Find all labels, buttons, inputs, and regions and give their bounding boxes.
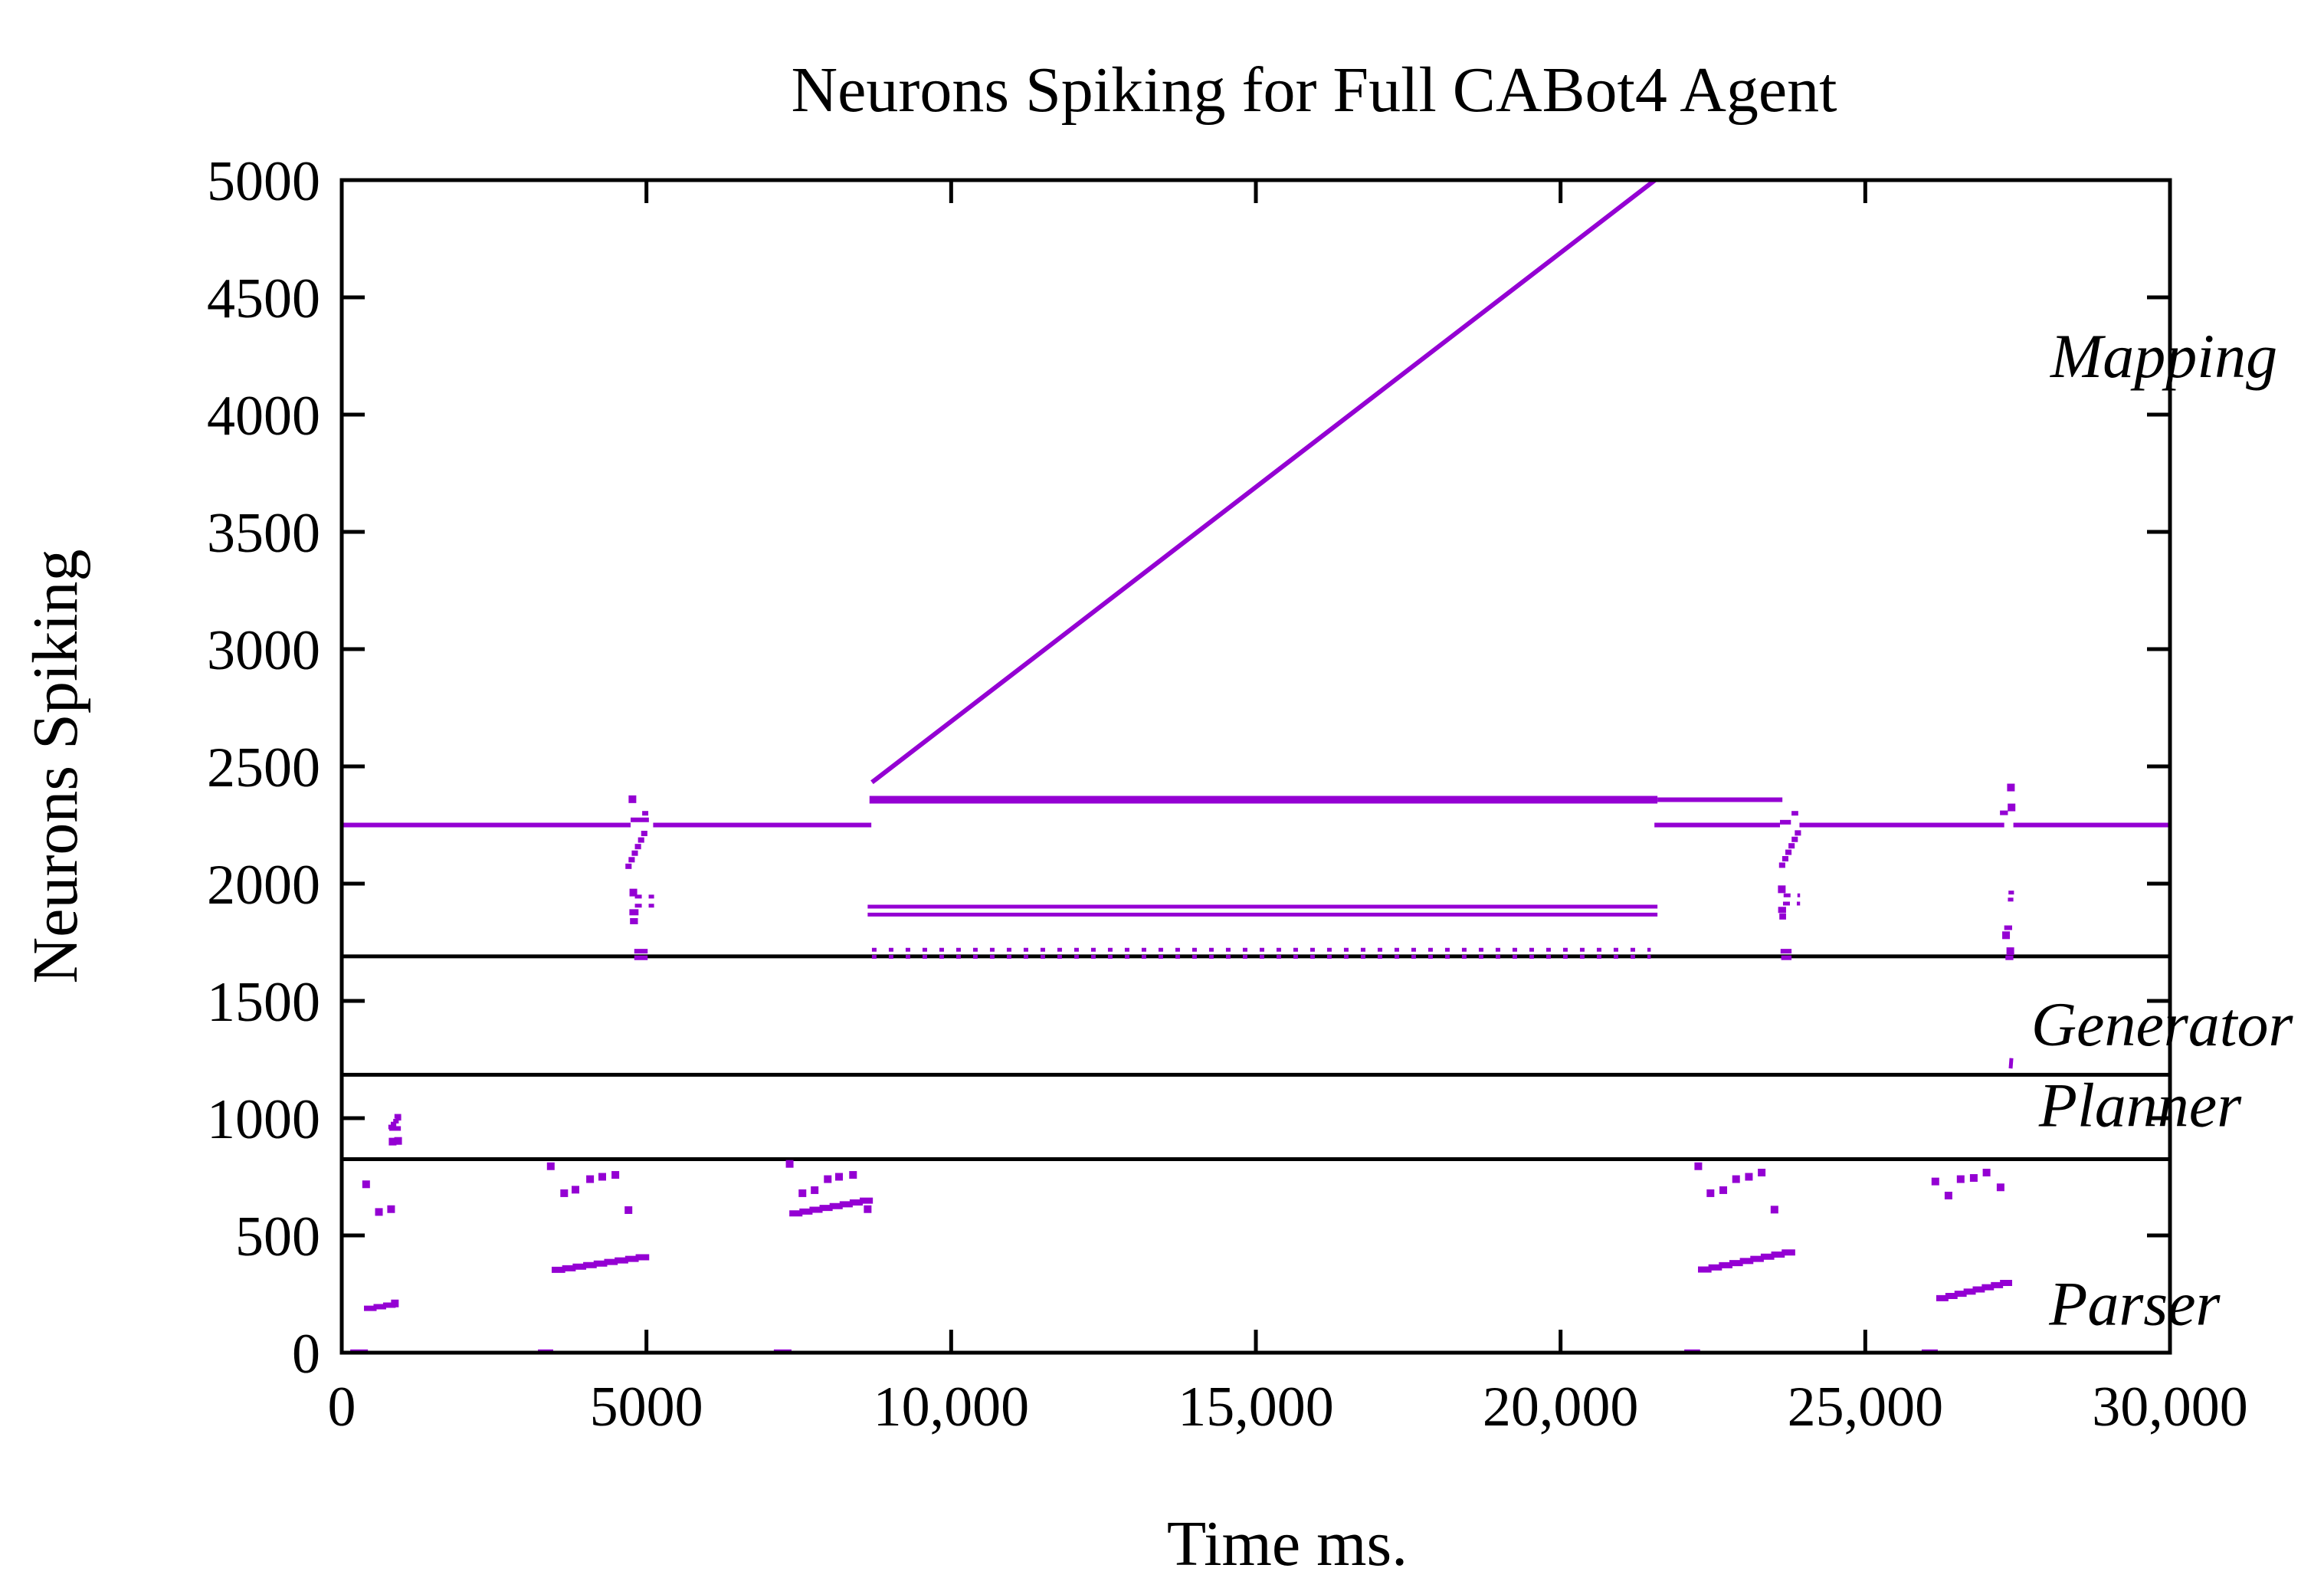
spike-dot	[2006, 947, 2014, 956]
y-tick-label: 500	[235, 1206, 320, 1268]
spike-dot	[572, 1186, 580, 1194]
spike-dot	[1732, 1175, 1740, 1183]
spike-line	[870, 178, 1657, 785]
x-tick-label: 30,000	[2092, 1376, 2248, 1439]
spike-dot	[1778, 885, 1786, 894]
spike-dot	[388, 1137, 397, 1146]
axis-tick-labels: 0 5000 10,000 15,000 20,000 25,000 30,000 0 500 1…	[207, 150, 2248, 1439]
x-tick-label: 5000	[590, 1376, 703, 1439]
spike-dot	[629, 888, 638, 897]
spike-dot	[1745, 1173, 1753, 1181]
spike-dot	[2008, 803, 2016, 812]
spike-dot	[1931, 1177, 1939, 1186]
spike-dot	[824, 1175, 832, 1183]
y-tick-label: 2000	[207, 854, 320, 917]
spike-dot	[1706, 1189, 1715, 1197]
spike-dot	[1956, 1175, 1965, 1183]
spike-dot	[1982, 1168, 1991, 1176]
x-tick-label: 10,000	[874, 1376, 1030, 1439]
x-tick-label: 20,000	[1483, 1376, 1639, 1439]
spike-dot	[387, 1205, 395, 1213]
y-tick-label: 0	[292, 1323, 320, 1386]
spike-dot	[1719, 1186, 1728, 1194]
spike-dot	[811, 1186, 819, 1194]
x-axis-label: Time ms.	[1167, 1508, 1408, 1578]
region-divider-lines	[342, 954, 2170, 1162]
y-tick-label: 4500	[207, 267, 320, 330]
region-label-generator: Generator	[2031, 989, 2294, 1059]
y-tick-label: 1500	[207, 971, 320, 1034]
spike-dot	[560, 1189, 569, 1197]
y-tick-label: 1000	[207, 1088, 320, 1151]
y-axis-label: Neurons Spiking	[20, 550, 91, 984]
chart-title: Neurons Spiking for Full CABot4 Agent	[791, 54, 1837, 126]
spike-dot	[546, 1162, 555, 1170]
region-label-planner: Planner	[2038, 1071, 2242, 1140]
spike-dot	[586, 1175, 595, 1183]
spike-dot	[2002, 931, 2011, 940]
spike-dot	[624, 1206, 633, 1214]
spike-dot	[798, 1189, 807, 1197]
spike-dot	[375, 1208, 383, 1216]
y-tick-label: 4000	[207, 385, 320, 448]
spike-dot	[1694, 1162, 1703, 1170]
x-tick-label: 0	[328, 1376, 356, 1439]
spike-dot	[2007, 783, 2015, 792]
spike-dot	[1944, 1191, 1952, 1199]
spike-dot	[1758, 1168, 1766, 1176]
x-tick-label: 25,000	[1788, 1376, 1944, 1439]
y-tick-label: 5000	[207, 150, 320, 213]
spike-dot	[628, 795, 637, 803]
x-tick-label: 15,000	[1178, 1376, 1334, 1439]
spike-dot	[391, 1299, 399, 1307]
spike-dot	[394, 1137, 402, 1145]
spike-dot	[1770, 1206, 1778, 1214]
y-tick-label: 2500	[207, 737, 320, 799]
plot-border	[339, 178, 2172, 1355]
spike-dot	[362, 1180, 370, 1189]
spike-dot	[834, 1173, 843, 1181]
y-tick-label: 3500	[207, 502, 320, 565]
y-tick-label: 3000	[207, 619, 320, 682]
region-label-mapping: Mapping	[2050, 321, 2277, 391]
region-label-parser: Parser	[2048, 1268, 2221, 1338]
spike-dot	[1969, 1174, 1978, 1183]
spike-dot	[785, 1160, 794, 1168]
spike-dot	[611, 1171, 620, 1179]
spike-dot	[1996, 1183, 2004, 1192]
spike-dot	[598, 1173, 607, 1181]
spike-dot	[864, 1205, 872, 1213]
spike-dot	[849, 1171, 857, 1179]
spike-data-points	[342, 178, 2170, 1354]
